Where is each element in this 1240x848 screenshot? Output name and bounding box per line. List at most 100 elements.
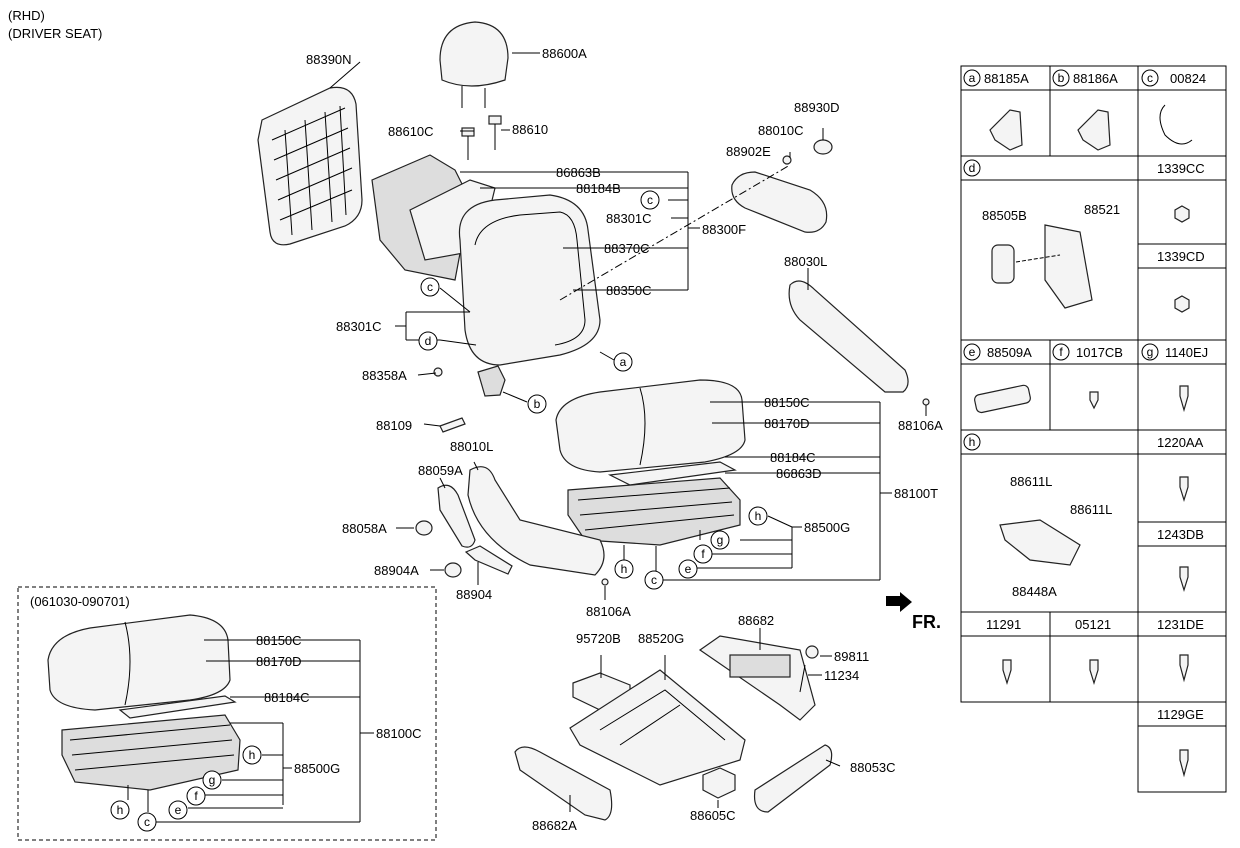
svg-text:e: e (175, 803, 182, 817)
inset-springs-drawing (118, 695, 237, 719)
clip-88358a-drawing (433, 367, 443, 377)
inset-part-label-88500G: 88500G (294, 761, 340, 776)
inset-callout-g: g (202, 770, 222, 790)
legend-drawings (974, 104, 1193, 778)
legend-header-f: f 1017CB (1052, 343, 1123, 361)
lever-88904-drawing (464, 545, 513, 575)
svg-text:1017CB: 1017CB (1076, 345, 1123, 360)
part-label-88109: 88109 (376, 418, 412, 433)
svg-text:f: f (1059, 345, 1063, 359)
rail-88682-drawing (698, 635, 816, 721)
part-label-88150C: 88150C (764, 395, 810, 410)
legend-label-88505B: 88505B (982, 208, 1027, 223)
svg-text:a: a (969, 71, 976, 85)
svg-text:e: e (685, 562, 692, 576)
inset-callout-h: h (242, 745, 262, 765)
svg-text:h: h (621, 562, 628, 576)
part-label-88610C: 88610C (388, 124, 434, 139)
cover-88682a-drawing (514, 746, 613, 821)
callout-d: d (418, 331, 438, 351)
legend-header-11291: 11291 (986, 617, 1021, 632)
svg-text:h: h (969, 435, 976, 449)
part-label-88682: 88682 (738, 613, 774, 628)
callout-c-left: c (420, 277, 440, 297)
inset-leader-lines (127, 639, 374, 823)
part-label-88106A-right: 88106A (898, 418, 943, 433)
frame-88520g-detail (599, 689, 726, 746)
legend-label-88521: 88521 (1084, 202, 1120, 217)
part-label-86863B: 86863B (556, 165, 601, 180)
cap-88058a-drawing (415, 520, 433, 536)
callout-b: b (527, 394, 547, 414)
svg-text:g: g (209, 773, 216, 787)
part-label-95720B: 95720B (576, 631, 621, 646)
svg-text:b: b (534, 397, 541, 411)
svg-text:g: g (717, 533, 724, 547)
svg-text:f: f (194, 789, 198, 803)
recliner-mech-drawing (477, 365, 506, 397)
legend-header-1129GE: 1129GE (1157, 707, 1204, 722)
part-label-88600A: 88600A (542, 46, 587, 61)
rail-88682-inner-drawing (729, 654, 791, 678)
header-driver-seat: (DRIVER SEAT) (8, 26, 102, 41)
part-label-89811: 89811 (834, 649, 869, 664)
inset-part-label-88100C: 88100C (376, 726, 422, 741)
part-label-88184B: 88184B (576, 181, 621, 196)
frame-88520g-drawing (569, 669, 746, 786)
part-label-88390N: 88390N (306, 52, 352, 67)
part-label-88682A: 88682A (532, 818, 577, 833)
header-rhd: (RHD) (8, 8, 45, 23)
svg-text:1140EJ: 1140EJ (1165, 345, 1208, 360)
svg-text:c: c (1147, 71, 1153, 85)
part-label-88030L: 88030L (784, 254, 827, 269)
headrest-guides-drawing (461, 115, 502, 160)
svg-text:88186A: 88186A (1073, 71, 1118, 86)
part-label-88370C: 88370C (604, 241, 650, 256)
headrest-drawing (439, 21, 509, 108)
part-label-88053C: 88053C (850, 760, 896, 775)
part-label-88358A: 88358A (362, 368, 407, 383)
svg-text:h: h (117, 803, 124, 817)
legend-header-1243DB: 1243DB (1157, 527, 1204, 542)
legend-label-88611L-2: 88611L (1070, 502, 1112, 517)
svg-text:00824: 00824 (1170, 71, 1206, 86)
svg-text:d: d (969, 161, 976, 175)
inset-box (17, 586, 437, 841)
legend-label-88448A: 88448A (1012, 584, 1057, 599)
cover-88053c-drawing (753, 744, 833, 813)
svg-text:h: h (755, 509, 762, 523)
legend-header-1231DE: 1231DE (1157, 617, 1204, 632)
legend-header-1220AA: 1220AA (1157, 435, 1204, 450)
cap-88904a-drawing (444, 562, 462, 578)
inset-part-label-88184C: 88184C (264, 690, 310, 705)
svg-text:e: e (969, 345, 976, 359)
seat-back-drawing (458, 194, 601, 366)
callout-a: a (613, 352, 633, 372)
part-label-88170D: 88170D (764, 416, 810, 431)
svg-text:c: c (144, 815, 150, 829)
part-label-88300F: 88300F (702, 222, 746, 237)
part-label-88301C-side: 88301C (336, 319, 382, 334)
inset-part-label-88150C: 88150C (256, 633, 302, 648)
svg-text:c: c (651, 573, 657, 587)
bracket-88605c-drawing (702, 767, 736, 799)
side-covers-drawing (437, 466, 605, 576)
inset-title: (061030-090701) (30, 594, 130, 609)
legend-header-g: g 1140EJ (1141, 343, 1208, 361)
inset-part-label-88170D: 88170D (256, 654, 302, 669)
legend-header-a: a 88185A (963, 69, 1029, 87)
inset-track-drawing (61, 714, 241, 791)
leader-lines (329, 52, 927, 812)
recliner-cover-drawing (731, 171, 828, 233)
part-label-88610: 88610 (512, 122, 548, 137)
bolt-11234-drawing (799, 664, 806, 693)
inset-callout-c: c (137, 812, 157, 832)
cap-88930d-drawing (813, 139, 833, 155)
legend-label-88611L-1: 88611L (1010, 474, 1052, 489)
part-label-88184C: 88184C (770, 450, 816, 465)
svg-text:c: c (427, 280, 433, 294)
legend-header-c: c 00824 (1141, 69, 1206, 87)
screw-88106a-right-drawing (922, 398, 930, 406)
part-label-88605C: 88605C (690, 808, 736, 823)
